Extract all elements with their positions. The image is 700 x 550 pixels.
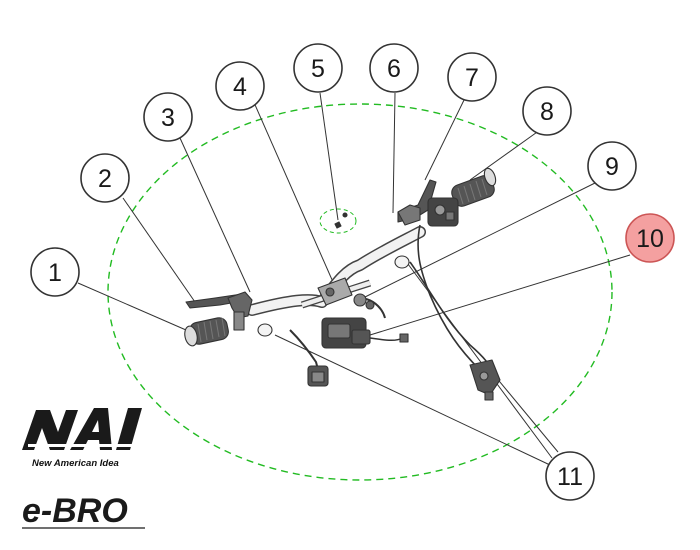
callouts: 1 2 3 4 5 6 7 8 xyxy=(30,43,675,501)
leader-8 xyxy=(469,129,541,181)
screw-highlight-ring xyxy=(319,208,357,234)
nai-logo: New American Idea xyxy=(22,408,142,469)
callout-9-label: 9 xyxy=(605,153,619,181)
callout-10-label: 10 xyxy=(636,225,664,253)
callout-6-label: 6 xyxy=(387,55,401,83)
callout-11: 11 xyxy=(545,451,595,501)
leader-11a xyxy=(274,334,551,466)
callout-8-label: 8 xyxy=(540,98,554,126)
callout-7: 7 xyxy=(447,52,497,102)
leader-1 xyxy=(77,282,187,331)
callout-11-label: 11 xyxy=(557,463,583,491)
leader-9 xyxy=(364,182,596,298)
callout-1-label: 1 xyxy=(48,259,62,287)
leader-6 xyxy=(392,92,396,214)
nai-logo-subtitle: New American Idea xyxy=(32,458,119,469)
leader-10 xyxy=(369,254,631,336)
bar-end-left xyxy=(257,323,273,337)
leader-4 xyxy=(251,97,334,283)
callout-8: 8 xyxy=(522,86,572,136)
callout-4: 4 xyxy=(215,61,265,111)
callout-3-label: 3 xyxy=(161,104,175,132)
right-cable xyxy=(417,224,481,371)
leader-11c xyxy=(489,369,559,453)
small-screw xyxy=(334,212,348,229)
leader-5 xyxy=(319,92,339,221)
right-grip xyxy=(451,167,497,207)
callout-3: 3 xyxy=(143,92,193,142)
callout-4-label: 4 xyxy=(233,73,247,101)
callout-9: 9 xyxy=(587,141,637,191)
leader-11b xyxy=(404,259,553,459)
callout-10: 10 xyxy=(625,213,675,263)
left-grip xyxy=(184,317,229,347)
callout-2: 2 xyxy=(80,153,130,203)
leader-3 xyxy=(179,137,251,293)
assembly-boundary xyxy=(107,103,613,481)
callout-6: 6 xyxy=(369,43,419,93)
callout-2-label: 2 xyxy=(98,165,112,193)
controller-box xyxy=(321,317,409,349)
bar-end-right xyxy=(394,255,410,269)
callout-5: 5 xyxy=(293,43,343,93)
handlebar-assembly xyxy=(184,167,501,401)
center-clamp xyxy=(317,277,353,306)
leader-2 xyxy=(122,197,196,303)
callout-5-label: 5 xyxy=(311,55,325,83)
nai-logo-mark xyxy=(22,408,142,450)
leader-7 xyxy=(424,97,466,181)
ebro-logo: e-BRO xyxy=(22,492,145,530)
callout-7-label: 7 xyxy=(465,64,479,92)
callout-1: 1 xyxy=(30,247,80,297)
brake-caliper xyxy=(469,359,501,401)
ebro-logo-text: e-BRO xyxy=(22,492,128,530)
switch-unit xyxy=(427,197,459,227)
leader-lines xyxy=(77,92,631,466)
left-connector xyxy=(307,365,329,387)
